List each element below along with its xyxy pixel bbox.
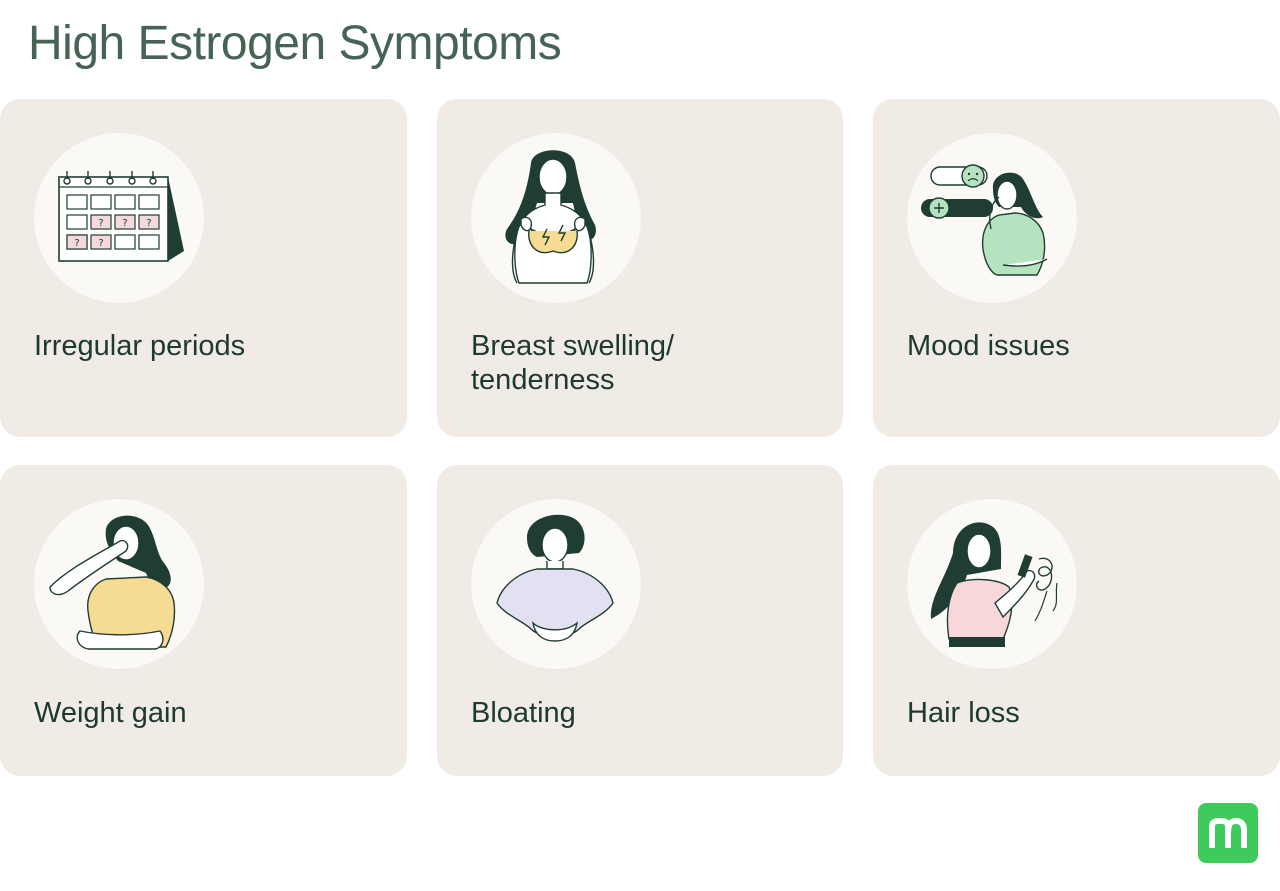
symptom-label: Bloating — [471, 697, 576, 729]
symptom-label: Mood issues — [907, 330, 1070, 362]
mood-icon — [907, 133, 1077, 303]
symptom-card-breast-swelling: Breast swelling/ tenderness — [437, 99, 843, 437]
svg-text:?: ? — [122, 218, 127, 229]
symptom-label: Hair loss — [907, 697, 1020, 729]
hair-loss-icon — [907, 499, 1077, 669]
brand-logo-icon — [1198, 803, 1258, 863]
page-title: High Estrogen Symptoms — [28, 17, 562, 70]
symptom-label: Irregular periods — [34, 330, 246, 362]
symptom-card-bloating: Bloating — [437, 465, 843, 776]
symptom-card-hair-loss: Hair loss — [873, 465, 1280, 776]
breast-pain-icon — [471, 133, 641, 303]
svg-text:?: ? — [74, 238, 79, 249]
calendar-icon: ??? ?? — [34, 133, 204, 303]
symptom-label: Breast swelling/ tenderness — [471, 330, 675, 396]
svg-text:?: ? — [98, 218, 103, 229]
symptom-card-weight-gain: Weight gain — [0, 465, 407, 776]
svg-text:?: ? — [98, 238, 103, 249]
weight-gain-icon — [34, 499, 204, 669]
symptom-card-irregular-periods: ??? ?? Irregular periods — [0, 99, 407, 437]
bloating-icon — [471, 499, 641, 669]
svg-text:?: ? — [146, 218, 151, 229]
symptom-card-mood-issues: Mood issues — [873, 99, 1280, 437]
symptom-label: Weight gain — [34, 697, 187, 729]
